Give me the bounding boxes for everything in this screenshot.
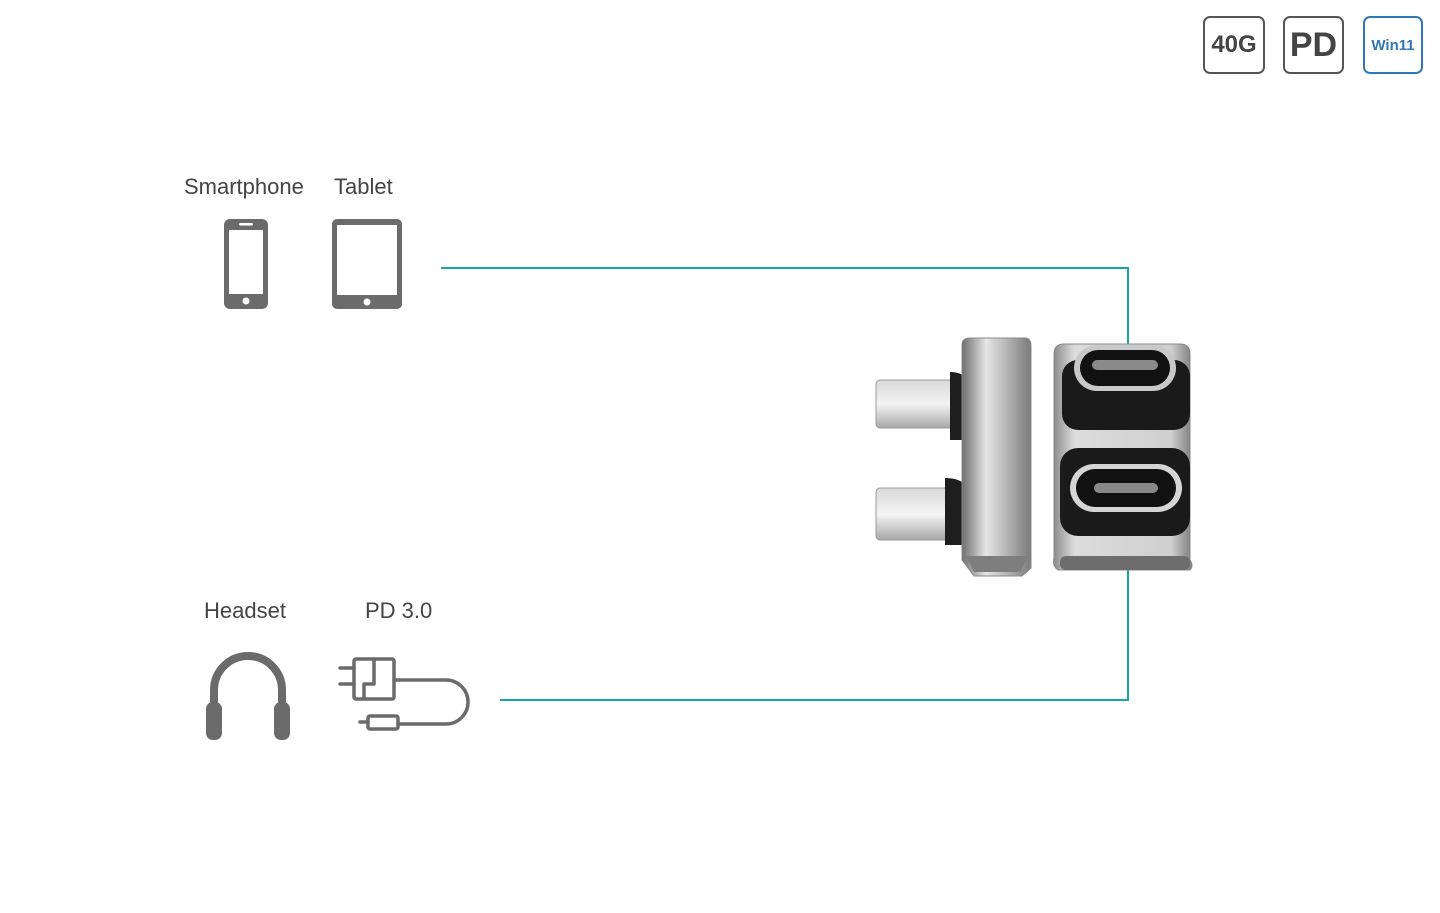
adapter-front-view [1053, 343, 1193, 571]
headphones-icon [206, 652, 290, 740]
label-pd30: PD 3.0 [365, 598, 433, 623]
tablet-icon [332, 219, 402, 309]
connector-line-bottom [500, 568, 1129, 701]
charger-cable-icon [338, 657, 470, 731]
badge-40g: 40G [1203, 16, 1265, 74]
label-tablet: Tablet [334, 174, 393, 199]
badge-win11: Win11 [1363, 16, 1423, 74]
connector-line-top [441, 267, 1129, 346]
label-smartphone: Smartphone [184, 174, 304, 199]
adapter-side-view [875, 337, 1032, 577]
smartphone-icon [224, 219, 268, 309]
label-headset: Headset [204, 598, 286, 623]
badge-pd: PD [1283, 16, 1344, 74]
